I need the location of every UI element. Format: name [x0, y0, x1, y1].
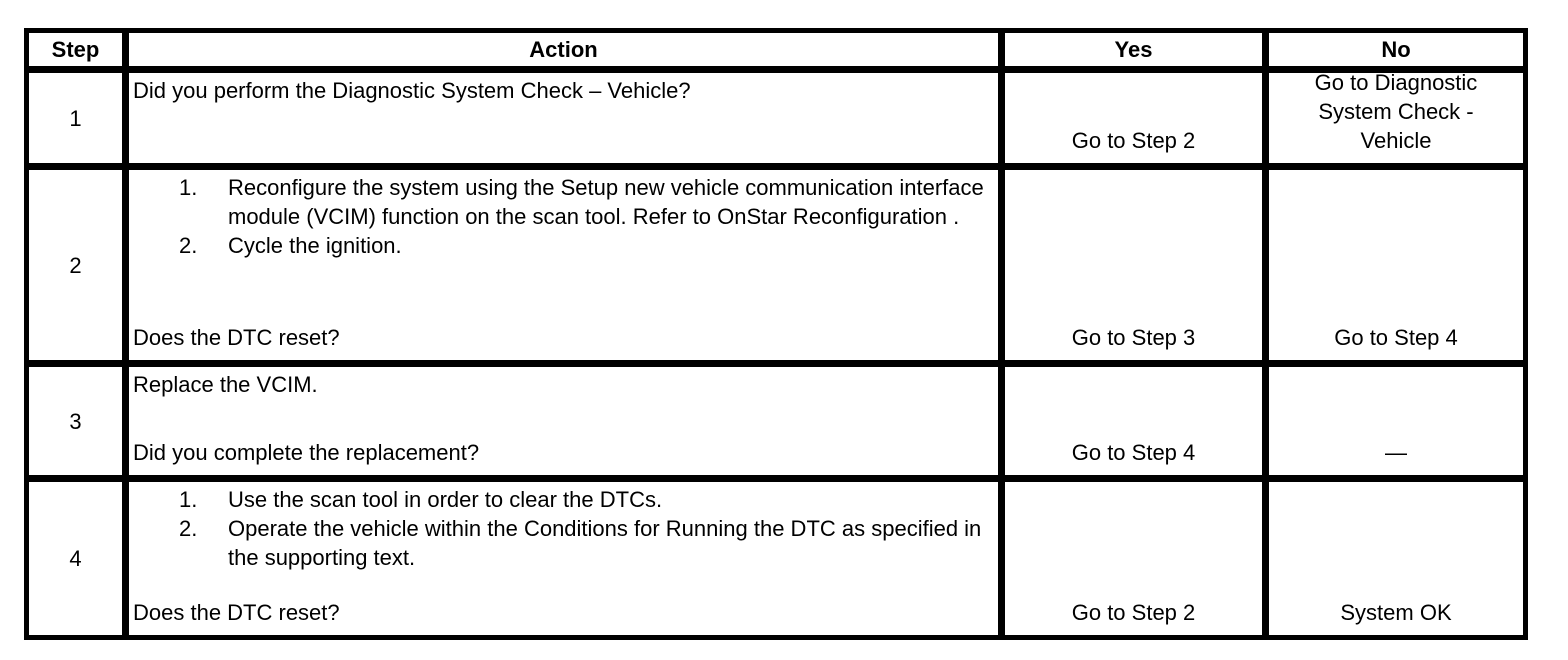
list-item-text: Cycle the ignition. [228, 233, 402, 258]
list-item: 1. Reconfigure the system using the Setu… [133, 173, 992, 231]
no-result: Go to Diagnostic System Check - Vehicle [1314, 73, 1478, 153]
list-item: 1. Use the scan tool in order to clear t… [133, 485, 992, 514]
list-item-text: Operate the vehicle within the Condition… [228, 516, 982, 570]
action-question: Did you perform the Diagnostic System Ch… [133, 78, 691, 103]
column-header-no: No [1269, 33, 1523, 73]
no-cell: Go to Step 4 [1269, 170, 1523, 367]
list-item-text: Use the scan tool in order to clear the … [228, 487, 663, 512]
no-cell: System OK [1269, 482, 1523, 635]
column-header-action: Action [129, 33, 1005, 73]
action-question-bottom: Does the DTC reset? [133, 325, 340, 350]
yes-cell: Go to Step 2 [1005, 482, 1269, 635]
yes-result: Go to Step 4 [1071, 440, 1196, 465]
step-number: 3 [29, 367, 129, 482]
yes-cell: Go to Step 2 [1005, 73, 1269, 170]
action-cell: 1. Reconfigure the system using the Setu… [129, 170, 1005, 367]
yes-result: Go to Step 2 [1071, 128, 1196, 153]
action-intro: Replace the VCIM. [133, 372, 318, 397]
yes-result: Go to Step 2 [1071, 600, 1196, 625]
action-cell: 1. Use the scan tool in order to clear t… [129, 482, 1005, 635]
no-result: Go to Step 4 [1334, 325, 1458, 350]
list-item-number: 2. [179, 516, 198, 541]
action-question-bottom: Does the DTC reset? [133, 600, 340, 625]
yes-cell: Go to Step 4 [1005, 367, 1269, 482]
action-list: 1. Use the scan tool in order to clear t… [133, 485, 992, 572]
yes-result: Go to Step 3 [1071, 325, 1196, 350]
no-result: System OK [1340, 600, 1452, 625]
no-result-dash: — [1385, 440, 1407, 465]
action-question-bottom: Did you complete the replacement? [133, 440, 480, 465]
step-number: 1 [29, 73, 129, 170]
action-list: 1. Reconfigure the system using the Setu… [133, 173, 992, 260]
list-item: 2. Cycle the ignition. [133, 231, 992, 260]
column-header-step: Step [29, 33, 129, 73]
action-cell: Did you perform the Diagnostic System Ch… [129, 73, 1005, 170]
no-cell: — [1269, 367, 1523, 482]
list-item-number: 2. [179, 233, 198, 258]
list-item-number: 1. [179, 175, 198, 200]
list-item: 2. Operate the vehicle within the Condit… [133, 514, 992, 572]
list-item-number: 1. [179, 487, 198, 512]
no-cell: Go to Diagnostic System Check - Vehicle [1269, 73, 1523, 170]
yes-cell: Go to Step 3 [1005, 170, 1269, 367]
step-number: 2 [29, 170, 129, 367]
step-number: 4 [29, 482, 129, 635]
column-header-yes: Yes [1005, 33, 1269, 73]
diagnostic-step-table: Step Action Yes No 1 Did you perform the… [24, 28, 1528, 640]
action-cell: Replace the VCIM. Did you complete the r… [129, 367, 1005, 482]
list-item-text: Reconfigure the system using the Setup n… [228, 175, 984, 229]
